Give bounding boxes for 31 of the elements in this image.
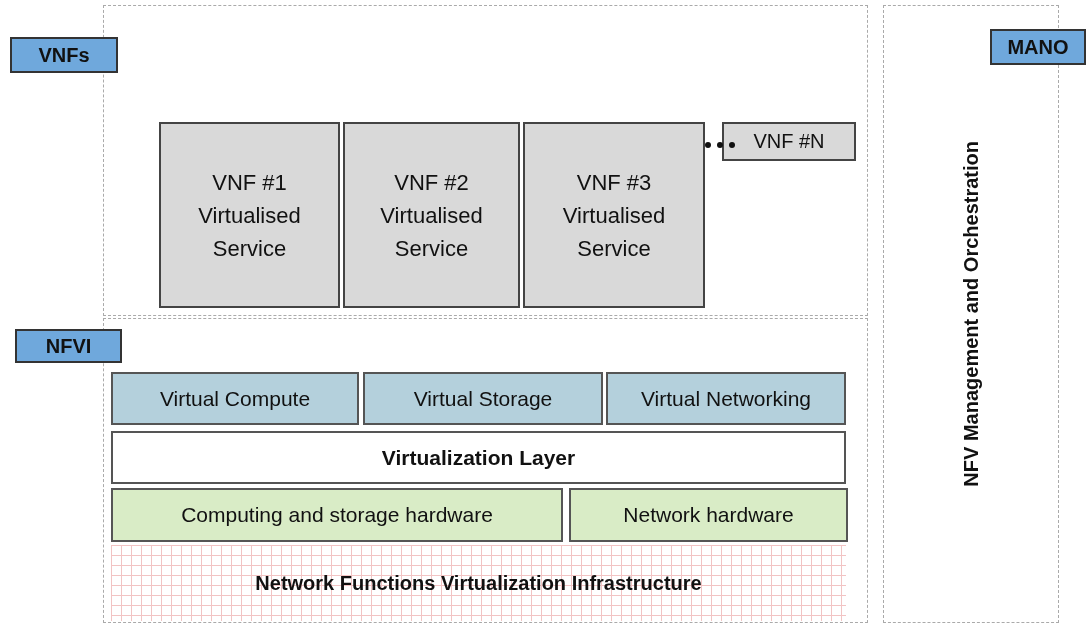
box-label: Virtual Storage: [413, 386, 553, 411]
tag-label: VNFs: [38, 43, 90, 67]
vnf-box: [343, 122, 520, 308]
box-label: Virtual Compute: [159, 386, 311, 411]
tag-label: NFVI: [45, 334, 92, 358]
hardware-box: [569, 488, 848, 542]
box-label: Virtualization Layer: [381, 445, 576, 470]
hardware-box: [111, 488, 563, 542]
infrastructure-band: [111, 545, 846, 621]
vertical-title: NFV Management and Orchestration: [959, 141, 983, 487]
layer-tag: [15, 329, 122, 363]
layer-tag: [10, 37, 118, 73]
layer-bar: [111, 431, 846, 484]
vnf-box: [159, 122, 340, 308]
box-label: VNF #N: [753, 130, 825, 153]
box-label: Virtual Networking: [641, 386, 811, 411]
dashed-region-frame: [103, 318, 868, 623]
box-label: VNF #2 Virtualised Service: [379, 168, 484, 263]
resource-box: [111, 372, 359, 425]
box-label: Network Functions Virtualization Infrastructure: [255, 571, 702, 595]
layer-tag: [990, 29, 1086, 65]
tag-label: MANO: [1007, 35, 1069, 59]
box-label: Network hardware: [623, 503, 794, 527]
box-label: VNF #3 Virtualised Service: [561, 168, 667, 263]
resource-box: [363, 372, 603, 425]
dashed-region-frame: [103, 5, 868, 316]
vnf-box: [722, 122, 856, 161]
box-label: VNF #1 Virtualised Service: [197, 168, 302, 263]
box-label: Computing and storage hardware: [181, 503, 493, 527]
vnf-box: [523, 122, 705, 308]
resource-box: [606, 372, 846, 425]
